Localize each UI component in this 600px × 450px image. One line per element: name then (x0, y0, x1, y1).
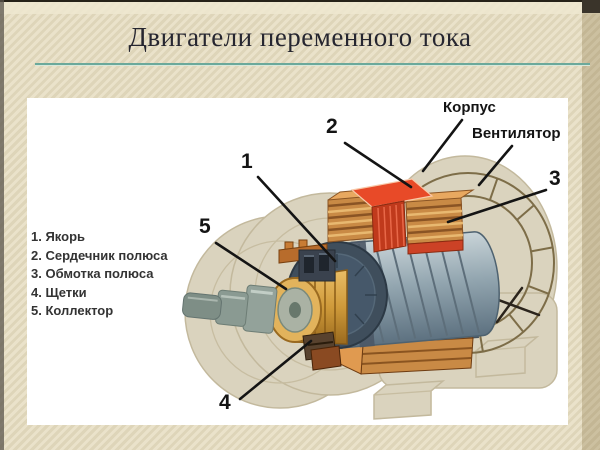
right-shade-band (582, 0, 600, 450)
left-edge-line (0, 0, 4, 450)
top-edge-line (0, 0, 600, 2)
commutator (268, 269, 348, 345)
callout-5: 5 (199, 215, 211, 238)
callout-3: 3 (549, 167, 561, 190)
slide-title: Двигатели переменного тока (128, 22, 472, 52)
shaft (182, 284, 278, 334)
legend-item-2: 2. Сердечник полюса (31, 247, 168, 263)
label-fan: Вентилятор (472, 125, 561, 142)
brush-assembly-bottom (302, 331, 342, 371)
pole-assembly (327, 178, 475, 255)
callout-4: 4 (219, 391, 231, 414)
motor-figure: Корпус Вентилятор 1 2 3 4 5 1. Якорь 2. … (27, 98, 568, 425)
title-underline (35, 63, 590, 65)
legend-item-4: 4. Щетки (31, 284, 87, 300)
legend-item-3: 3. Обмотка полюса (31, 266, 154, 281)
brush-assembly-top (278, 239, 336, 282)
right-corner-block (582, 0, 600, 13)
motor-illustration (182, 118, 558, 420)
legend-item-1: 1. Якорь (31, 229, 86, 244)
callout-2: 2 (326, 115, 338, 138)
legend: 1. Якорь 2. Сердечник полюса 3. Обмотка … (31, 228, 168, 321)
top-sheen (0, 2, 600, 14)
leader-lines (214, 118, 548, 401)
legend-item-5: 5. Коллектор (31, 303, 114, 318)
label-housing: Корпус (443, 99, 496, 116)
callout-1: 1 (241, 150, 253, 173)
title-underline-glow (35, 65, 590, 66)
